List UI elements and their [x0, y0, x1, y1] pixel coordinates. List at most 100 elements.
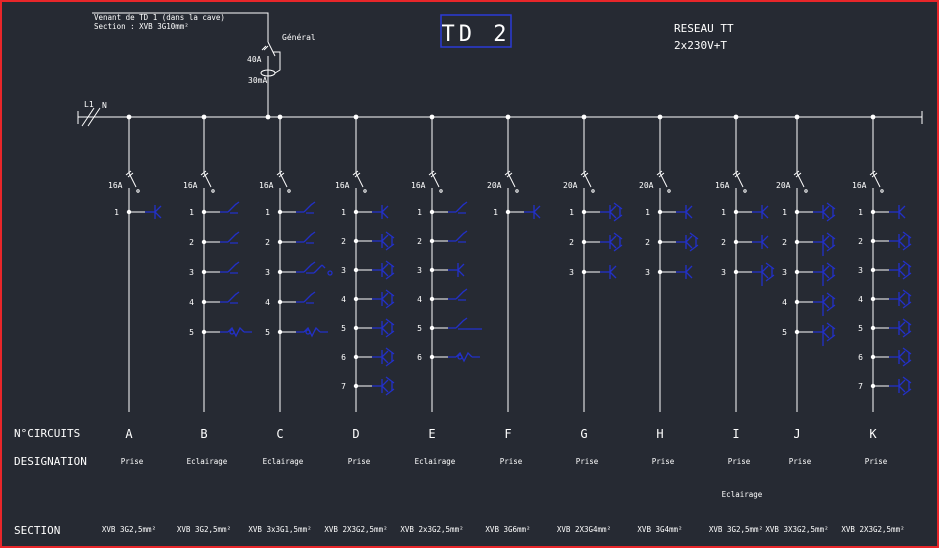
main-breaker-contact	[267, 41, 276, 57]
socket-icon	[898, 350, 906, 364]
fluo-tube-icon	[303, 326, 328, 338]
source-note-line1: Venant de TD 1 (dans la cave)	[94, 13, 225, 22]
branch-number: 2	[721, 238, 726, 247]
socket-icon	[761, 235, 769, 249]
branch-number: 1	[721, 208, 726, 217]
branch-node	[201, 269, 207, 275]
circuit-letter: B	[200, 427, 207, 441]
main-breaker-trip-coil	[261, 45, 269, 51]
breaker-pivot	[591, 189, 595, 193]
branch-node	[277, 209, 283, 215]
circuit-designation: Prise	[652, 457, 675, 466]
circuit-designation: Eclairage	[187, 457, 228, 466]
branch-node	[794, 329, 800, 335]
branch-number: 2	[265, 238, 270, 247]
socket-icon	[898, 379, 906, 393]
breaker-rating: 16A	[335, 181, 350, 190]
light-switch-icon	[455, 230, 468, 243]
circuit-section: XVB 3G6mm²	[485, 525, 530, 534]
source-note-line2: Section : XVB 3G10mm²	[94, 22, 189, 31]
circuit-letter: D	[352, 427, 359, 441]
circuit-designation: Eclairage	[415, 457, 456, 466]
light-switch-icon	[227, 201, 240, 214]
branch-node	[201, 209, 207, 215]
branch-number: 7	[858, 382, 863, 391]
breaker-rating: 20A	[487, 181, 502, 190]
branch-number: 2	[189, 238, 194, 247]
branch-node	[353, 296, 359, 302]
socket-icon	[761, 205, 769, 219]
branch-node	[505, 209, 511, 215]
socket-icon	[822, 295, 830, 309]
socket-icon	[822, 325, 830, 339]
socket-icon	[609, 265, 617, 279]
breaker-cross	[200, 170, 209, 178]
branch-node	[870, 325, 876, 331]
branch-node	[733, 269, 739, 275]
branch-node	[733, 209, 739, 215]
socket-icon-extra	[385, 289, 395, 309]
branch-node	[201, 329, 207, 335]
branch-node	[794, 239, 800, 245]
row-label-designation: DESIGNATION	[14, 455, 87, 468]
branch-node	[870, 383, 876, 389]
branch-number: 3	[265, 268, 270, 277]
circuit-section: XVB 3G4mm²	[637, 525, 682, 534]
socket-icon-extra	[385, 260, 395, 280]
branch-number: 1	[114, 208, 119, 217]
socket-icon	[898, 292, 906, 306]
branch-number: 5	[858, 324, 863, 333]
breaker-cross	[732, 170, 741, 178]
circuit-section: XVB 3G2,5mm²	[709, 525, 763, 534]
branch-number: 2	[645, 238, 650, 247]
socket-icon-extra	[613, 232, 623, 252]
branch-node	[870, 209, 876, 215]
breaker-cross	[793, 170, 802, 178]
socket-icon	[609, 205, 617, 219]
branch-node	[870, 238, 876, 244]
branch-number: 2	[341, 237, 346, 246]
branch-number: 2	[569, 238, 574, 247]
breaker-cross	[580, 170, 589, 178]
supply-cable-line	[92, 12, 269, 42]
breaker-cross	[352, 170, 361, 178]
branch-node	[657, 269, 663, 275]
branch-number: 4	[782, 298, 787, 307]
breaker-pivot	[287, 189, 291, 193]
socket-icon-extra	[826, 262, 836, 282]
branch-node	[277, 329, 283, 335]
circuit-designation: Prise	[728, 457, 751, 466]
branch-number: 4	[265, 298, 270, 307]
socket-icon	[822, 235, 830, 249]
branch-number: 6	[417, 353, 422, 362]
main-breaker-sensitivity: 30mA	[248, 76, 267, 85]
socket-icon	[533, 205, 541, 219]
branch-node	[429, 354, 435, 360]
phase-tick-1	[81, 107, 95, 127]
branch-number: 1	[265, 208, 270, 217]
circuit-section: XVB 2X3G2,5mm²	[324, 525, 387, 534]
branch-node	[353, 209, 359, 215]
socket-icon	[381, 379, 389, 393]
branch-node	[657, 239, 663, 245]
light-switch-icon	[455, 201, 468, 214]
branch-node	[429, 325, 435, 331]
branch-number: 5	[782, 328, 787, 337]
light-switch-icon	[303, 261, 316, 274]
branch-number: 3	[858, 266, 863, 275]
circuit-section: XVB 3x3G1,5mm²	[248, 525, 311, 534]
branch-node	[657, 209, 663, 215]
circuit-letter: J	[793, 427, 800, 441]
socket-icon-extra	[613, 202, 623, 222]
branch-node	[353, 383, 359, 389]
branch-number: 5	[417, 324, 422, 333]
socket-icon-extra	[902, 347, 912, 367]
branch-node	[277, 269, 283, 275]
